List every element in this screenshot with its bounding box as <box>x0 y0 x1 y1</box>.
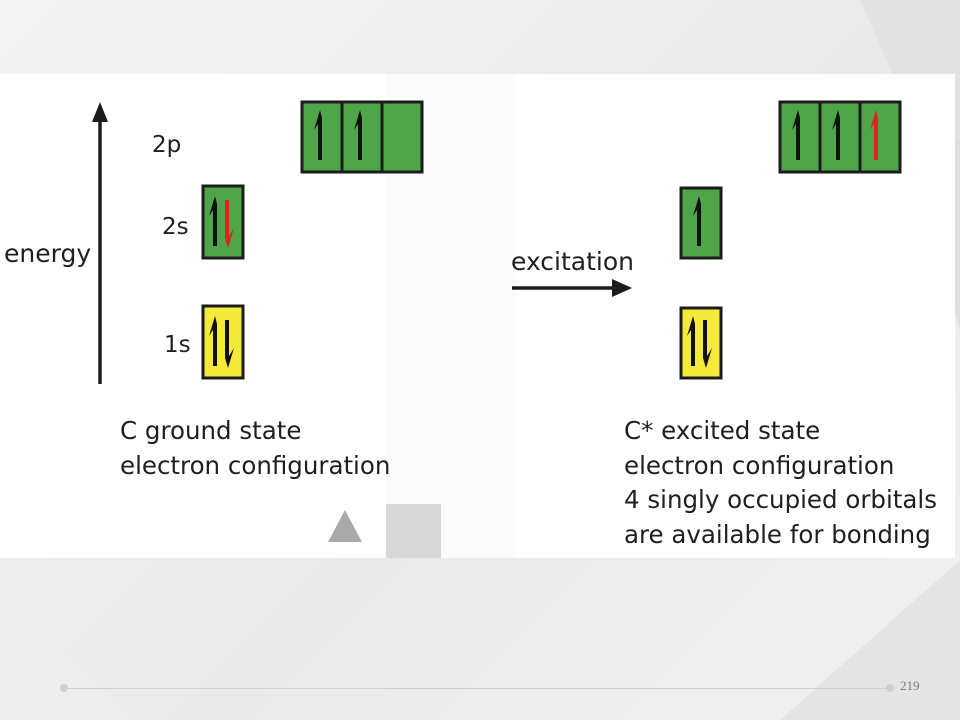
footer-rule <box>64 688 890 689</box>
excited-1s-orbital <box>679 306 723 380</box>
down-arrow-icon <box>703 320 712 368</box>
ground-caption-line-2: electron configuration <box>120 451 390 480</box>
energy-label: energy <box>4 239 91 268</box>
ground-1s-orbital <box>201 304 245 380</box>
up-arrow-icon <box>314 110 322 160</box>
excited-caption-line-2: electron configuration <box>624 451 894 480</box>
ground-2s-orbital <box>201 184 245 260</box>
excited-caption-line-4: are available for bonding <box>624 520 931 549</box>
ground-2p-orbitals <box>300 100 424 174</box>
excited-caption-line-3: 4 singly occupied orbitals <box>624 485 937 514</box>
energy-axis <box>92 102 108 384</box>
triangle-icon <box>328 510 362 542</box>
down-arrow-icon <box>225 320 234 368</box>
up-arrow-icon <box>693 196 701 246</box>
slide-number: 219 <box>900 678 920 693</box>
level-label-2p: 2p <box>152 132 181 158</box>
orbital-diagram-figure: energy 2p 2s 1s C ground state electron … <box>0 74 955 558</box>
orbital-box <box>380 100 424 174</box>
excited-caption-line-1: C* excited state <box>624 416 820 445</box>
excited-2s-orbital <box>679 186 723 260</box>
up-arrow-icon <box>870 110 878 160</box>
orbital-box <box>858 100 902 174</box>
up-arrow-icon <box>92 102 108 122</box>
up-arrow-icon <box>832 110 840 160</box>
down-arrow-icon <box>225 200 234 248</box>
footer-dot-right <box>886 684 894 692</box>
orbital-box <box>201 184 245 260</box>
ground-caption-line-1: C ground state <box>120 416 301 445</box>
excited-2p-orbitals <box>778 100 902 174</box>
scan-artifact <box>386 504 441 558</box>
footer-dot-left <box>60 684 68 692</box>
up-arrow-icon <box>209 316 217 366</box>
orbital-box <box>201 304 245 380</box>
excitation-arrow <box>512 279 632 297</box>
right-arrow-icon <box>612 279 632 297</box>
orbital-box <box>679 306 723 380</box>
level-label-1s: 1s <box>164 332 191 358</box>
excitation-label: excitation <box>511 247 634 276</box>
level-label-2s: 2s <box>162 214 189 240</box>
up-arrow-icon <box>792 110 800 160</box>
up-arrow-icon <box>354 110 362 160</box>
up-arrow-icon <box>209 196 217 246</box>
up-arrow-icon <box>687 316 695 366</box>
